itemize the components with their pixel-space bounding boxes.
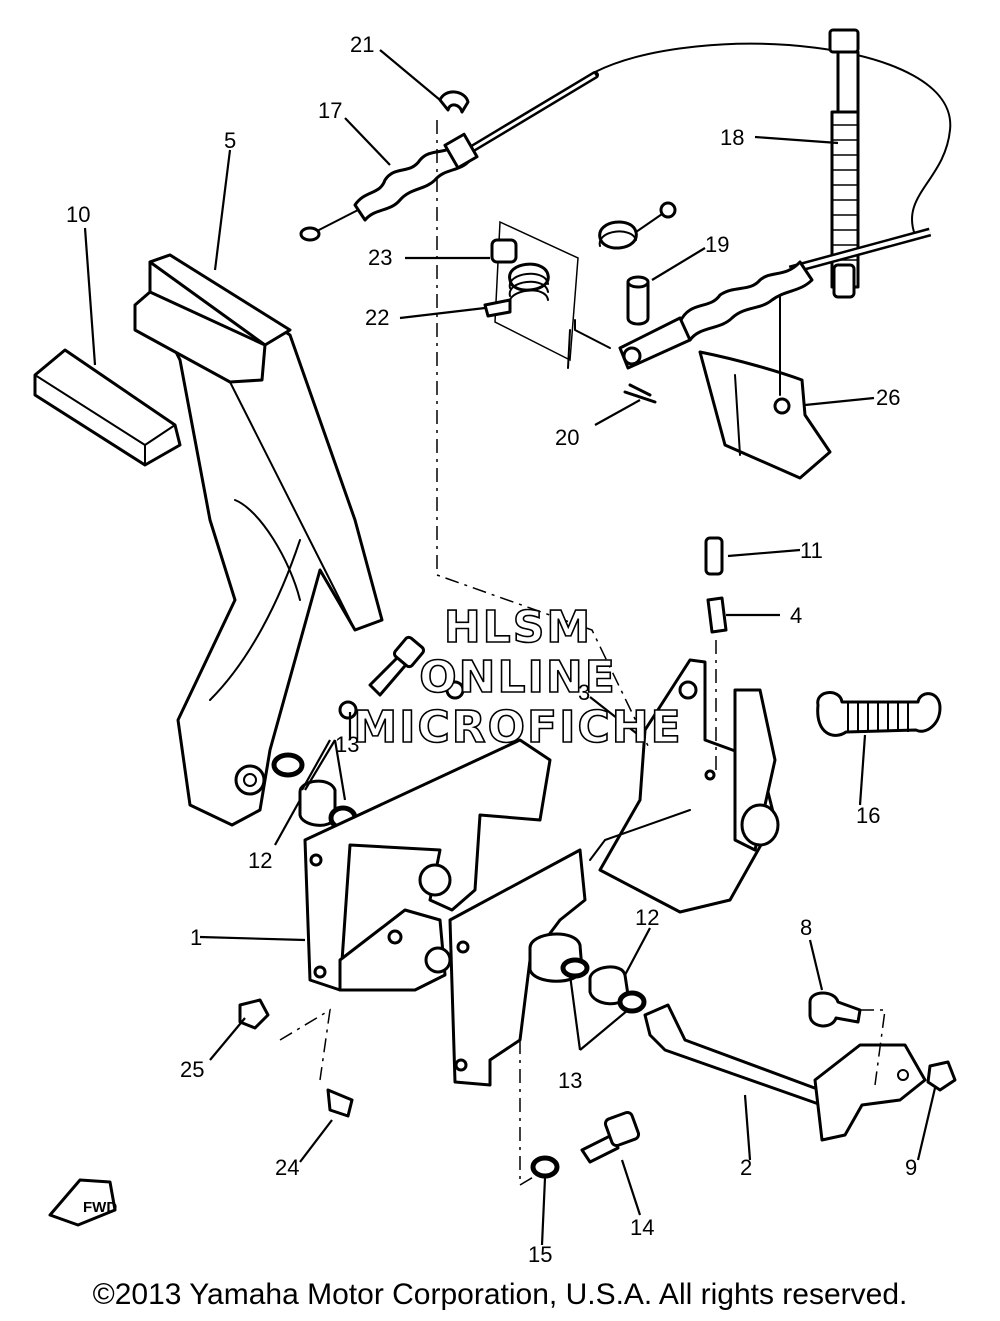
callout-5: 5 [224, 128, 236, 153]
callout-25: 25 [180, 1057, 204, 1082]
fwd-mark: FWD [48, 1178, 117, 1227]
assembly-line-7 [589, 809, 691, 861]
callout-22: 22 [365, 305, 389, 330]
watermark-line-1: HLSM [444, 602, 592, 653]
part-25-nut [238, 998, 270, 1030]
callout-1: 1 [190, 925, 202, 950]
callout-4: 4 [790, 603, 802, 628]
part-14-bolt [580, 1133, 620, 1164]
callout-14: 14 [630, 1215, 654, 1240]
callout-13-top: 13 [335, 732, 359, 757]
leader-lines [83, 49, 937, 1246]
callout-8: 8 [800, 915, 812, 940]
part-21-clip [438, 90, 470, 114]
part-cable-lower [618, 227, 932, 370]
callout-15: 15 [528, 1242, 552, 1267]
part-11-pin [704, 536, 724, 576]
part-19-pin [626, 280, 650, 326]
assembly-line-3 [519, 1040, 546, 1187]
callout-12-left: 12 [248, 848, 272, 873]
part-26-plate [698, 350, 832, 480]
callout-21: 21 [350, 32, 374, 57]
part-16-return-spring [816, 691, 942, 737]
svg-text:FWD: FWD [83, 1199, 117, 1216]
callout-16: 16 [856, 803, 880, 828]
part-12-13-bushings-left [271, 752, 358, 831]
callout-18: 18 [720, 125, 744, 150]
watermark-line-3: MICROFICHE [353, 702, 682, 753]
part-4-spring-pin [706, 596, 728, 634]
callout-20: 20 [555, 425, 579, 450]
callout-24: 24 [275, 1155, 299, 1180]
part-8-bolt [808, 991, 862, 1028]
part-10-pedal-pad [33, 348, 182, 467]
part-1-bracket [303, 738, 587, 1087]
callout-12-right: 12 [635, 905, 659, 930]
part-3-lever [598, 658, 780, 914]
callout-26: 26 [876, 385, 900, 410]
callout-23: 23 [368, 245, 392, 270]
callout-labels: 21 17 5 10 18 23 19 22 26 20 11 4 3 13 1… [66, 32, 917, 1267]
part-17-cable [299, 42, 952, 242]
part-22-23-springs [483, 201, 677, 362]
part-24-bolt [326, 1088, 354, 1118]
watermark-line-2: ONLINE [419, 652, 617, 703]
assembly-line-5 [567, 319, 611, 369]
assembly-line-2 [279, 1008, 331, 1081]
callout-13-bottom: 13 [558, 1068, 582, 1093]
copyright-notice: ©2013 Yamaha Motor Corporation, U.S.A. A… [92, 1278, 908, 1311]
callout-19: 19 [705, 232, 729, 257]
part-15-washer [530, 1155, 560, 1179]
callout-2: 2 [740, 1155, 752, 1180]
callout-9: 9 [905, 1155, 917, 1180]
callout-11: 11 [800, 538, 823, 563]
part-20-clip [623, 383, 657, 404]
watermark: HLSM ONLINE MICROFICHE [353, 601, 682, 754]
callout-3: 3 [578, 680, 590, 705]
callout-10: 10 [66, 202, 90, 227]
part-5-brake-pedal [133, 253, 384, 827]
assembly-line-4 [860, 1009, 886, 1086]
part-2-shaft [528, 932, 927, 1142]
part-9-nut [926, 1060, 957, 1092]
callout-17: 17 [318, 98, 342, 123]
